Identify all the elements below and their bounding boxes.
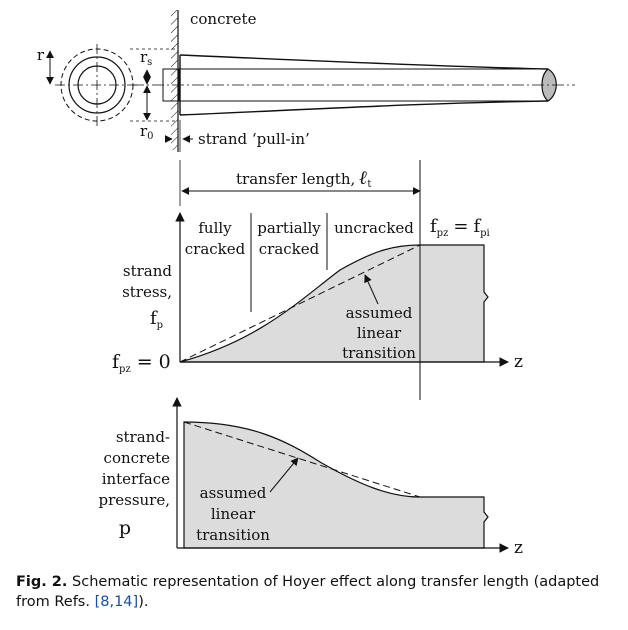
- zone-partially-line2: cracked: [259, 240, 320, 258]
- caption-tail: ).: [138, 594, 149, 610]
- zone-fully-line1: fully: [198, 219, 232, 237]
- pressure-plot: z strand- concrete interface pressure, p…: [98, 397, 523, 558]
- strand-cross-section: [55, 44, 140, 126]
- pull-in-dimension: strand ‘pull-in’: [164, 120, 310, 152]
- fpz-equals-fpi-label: fpz=fpi: [430, 216, 490, 239]
- concrete-wall: concrete: [171, 10, 257, 152]
- r0-dimension: r0: [140, 85, 154, 142]
- pressure-linear-transition: [183, 421, 421, 498]
- pressure-assumed-line1: assumed: [200, 484, 267, 502]
- pressure-assumed-line2: linear: [211, 505, 256, 523]
- zone-uncracked: uncracked: [334, 219, 414, 237]
- stress-linear-transition: [179, 244, 421, 363]
- pressure-assumed-line3: transition: [196, 526, 270, 544]
- pressure-y-label-line1: strand-: [116, 428, 170, 446]
- svg-text:transfer length,ℓt: transfer length,ℓt: [236, 167, 371, 190]
- concrete-label: concrete: [190, 10, 257, 28]
- stress-assumed-line2: linear: [357, 324, 402, 342]
- stress-x-axis-label: z: [514, 352, 523, 372]
- svg-text:rs: rs: [140, 48, 152, 68]
- strand-elevation: [130, 48, 575, 122]
- rs-dimension: rs: [140, 48, 152, 85]
- stress-plot: z fully cracked partially cracked uncrac…: [112, 160, 523, 400]
- figure-caption: Fig. 2. Schematic representation of Hoye…: [16, 572, 614, 612]
- svg-text:r0: r0: [140, 122, 154, 142]
- zone-partially-line1: partially: [257, 219, 321, 237]
- stress-assumed-line1: assumed: [346, 304, 413, 322]
- pull-in-label: strand ‘pull-in’: [198, 130, 310, 148]
- pressure-y-label-line3: interface: [102, 470, 170, 488]
- r-label: r: [37, 46, 45, 64]
- pressure-y-label-line2: concrete: [104, 449, 171, 467]
- stress-y-label-line1: strand: [123, 262, 172, 280]
- pressure-y-symbol: p: [119, 517, 131, 539]
- stress-y-label-line2: stress,: [122, 283, 172, 301]
- pressure-y-label-line4: pressure,: [98, 491, 170, 509]
- origin-label: fpz= 0: [112, 351, 171, 375]
- stress-assumed-line3: transition: [342, 344, 416, 362]
- caption-text: Schematic representation of Hoyer effect…: [16, 574, 600, 610]
- caption-refs-link[interactable]: [8,14]: [94, 594, 139, 610]
- pressure-x-axis-label: z: [514, 538, 523, 558]
- zone-fully-line2: cracked: [185, 240, 246, 258]
- transfer-length-dimension: transfer length,ℓt: [179, 160, 421, 206]
- radius-r-dimension: r: [37, 46, 54, 85]
- stress-y-symbol: fp: [150, 308, 163, 331]
- hoyer-effect-figure: r concrete rs r0 strand ‘pull-in’: [37, 10, 575, 558]
- stress-area: [179, 244, 489, 363]
- caption-label: Fig. 2.: [16, 574, 68, 590]
